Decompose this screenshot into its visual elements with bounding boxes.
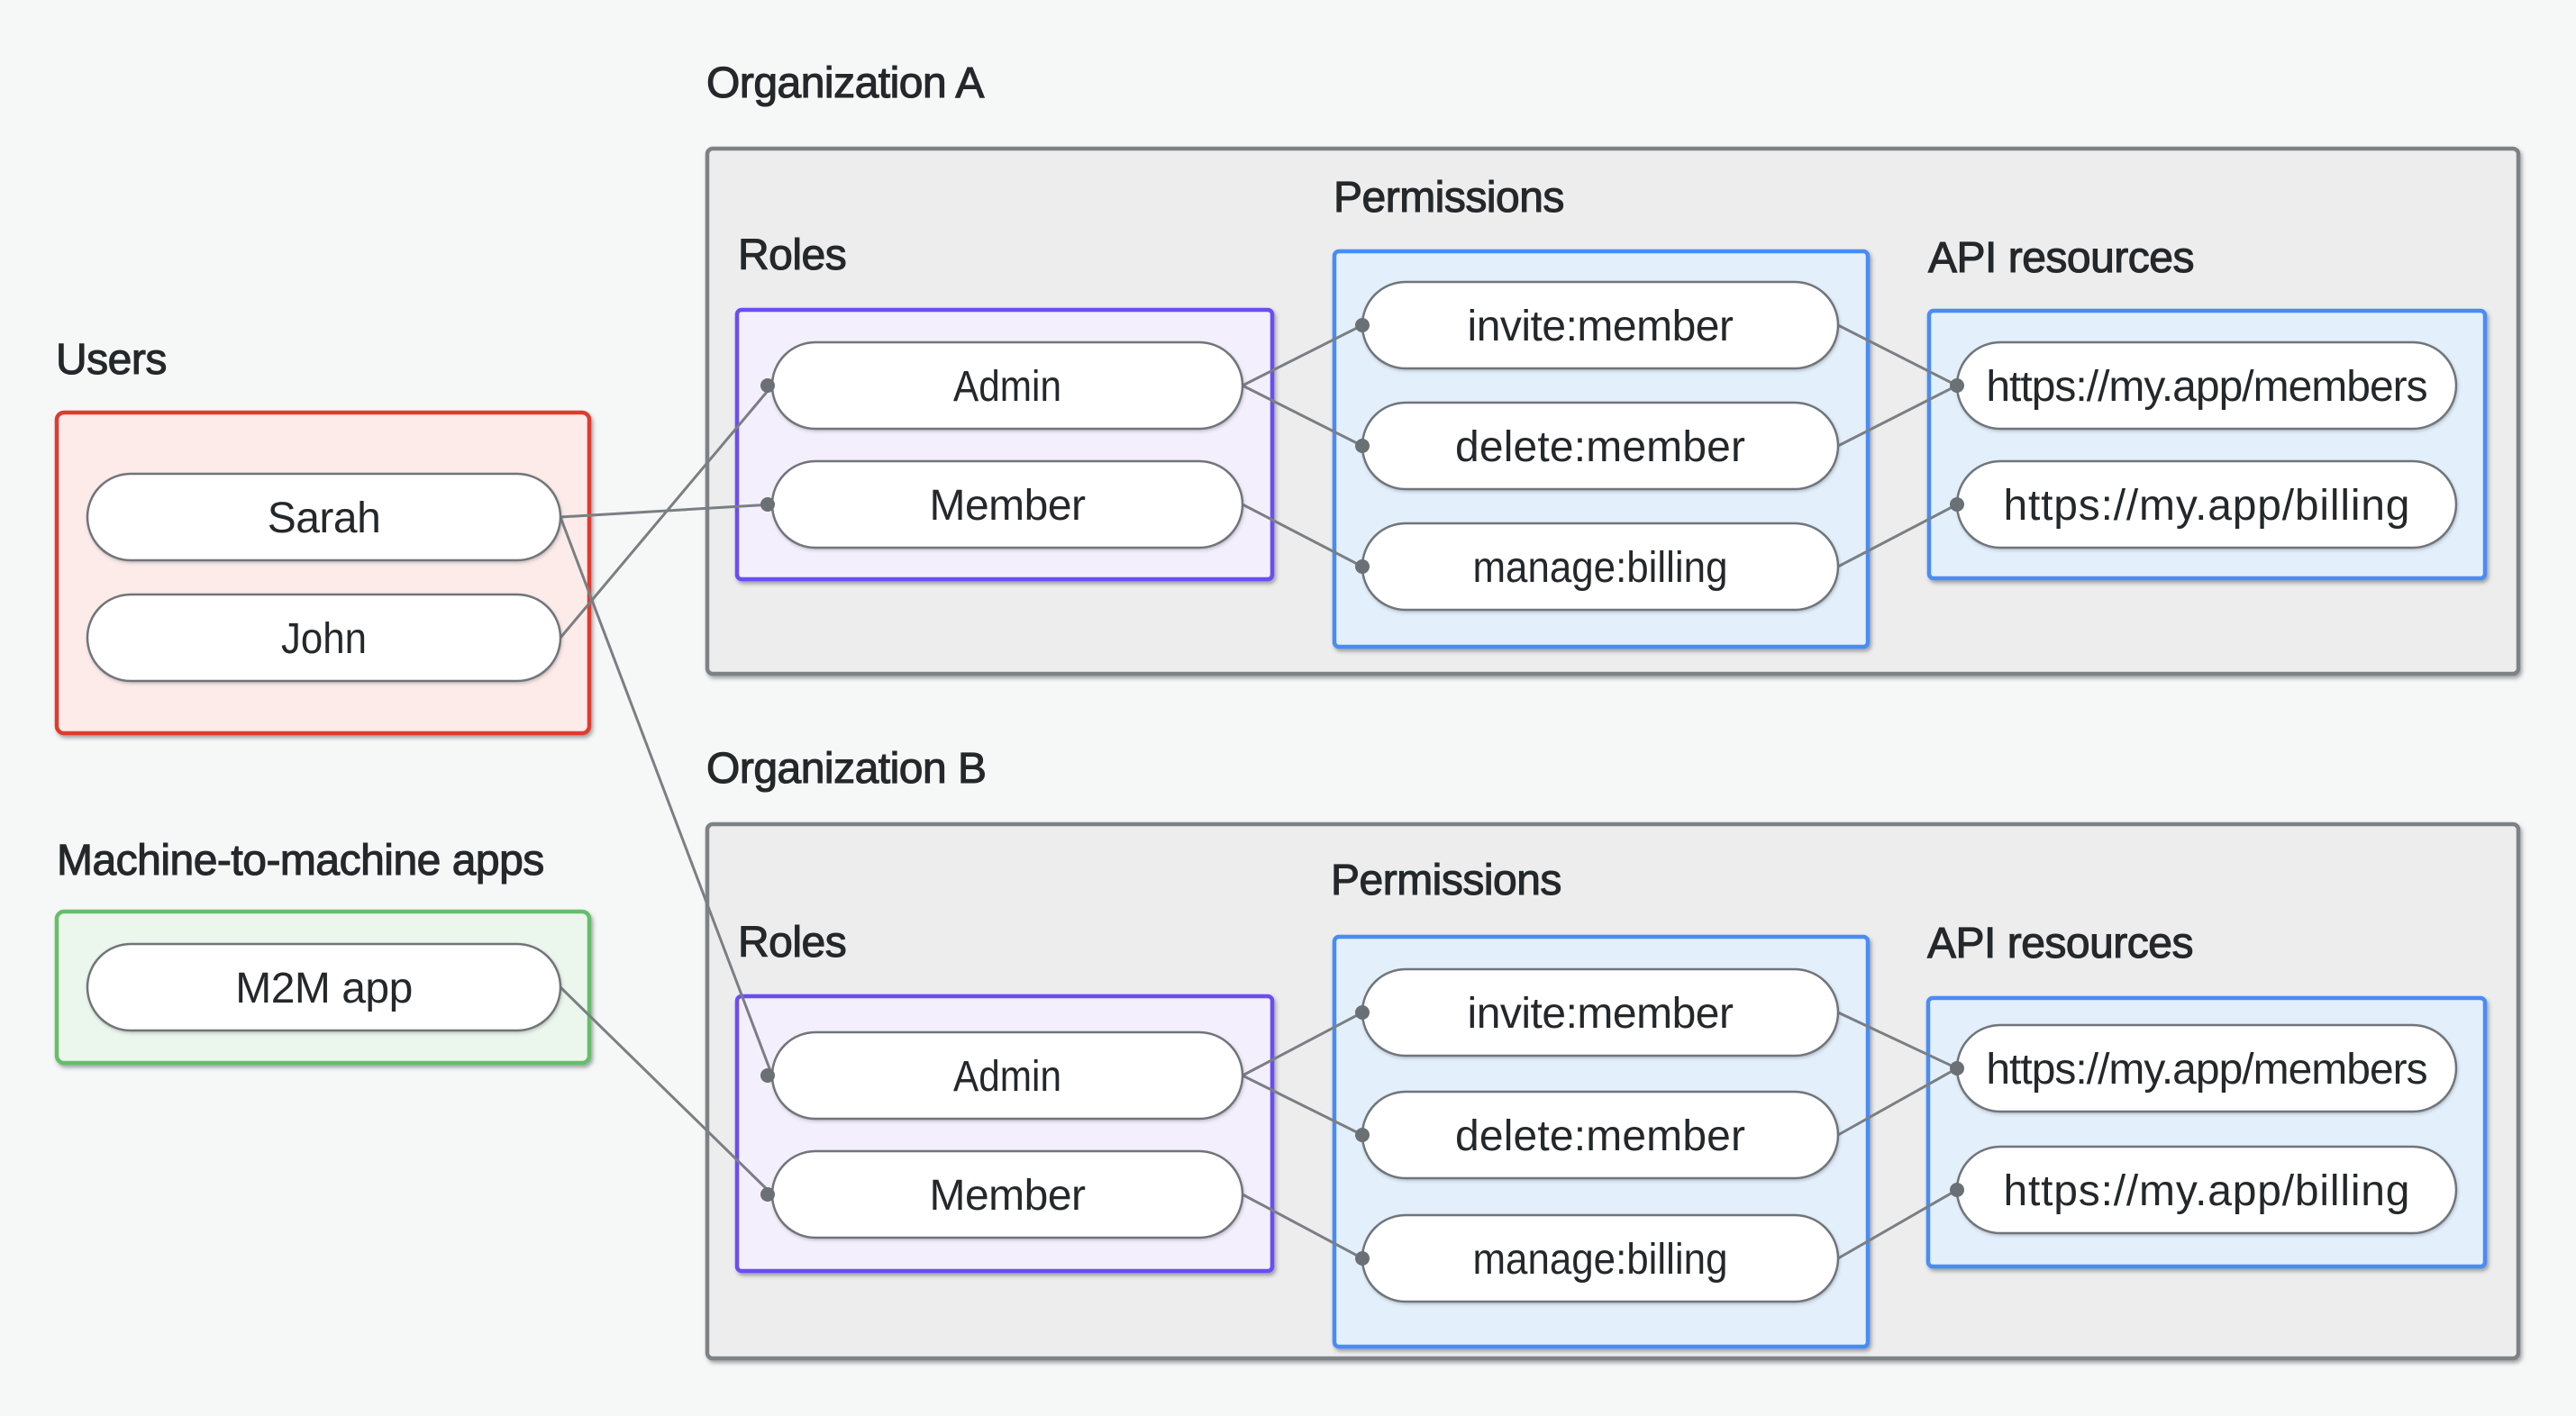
svg-text:API resources: API resources	[1927, 920, 2193, 967]
svg-text:Permissions: Permissions	[1331, 857, 1561, 904]
svg-text:https://my.app/billing: https://my.app/billing	[2004, 1167, 2410, 1215]
svg-text:manage:billing: manage:billing	[1473, 544, 1728, 592]
svg-text:Sarah: Sarah	[268, 495, 381, 542]
svg-text:invite:member: invite:member	[1468, 990, 1734, 1038]
svg-text:API resources: API resources	[1928, 234, 2194, 282]
svg-text:invite:member: invite:member	[1468, 303, 1734, 350]
svg-text:delete:member: delete:member	[1455, 423, 1745, 471]
svg-text:manage:billing: manage:billing	[1473, 1236, 1728, 1284]
svg-text:Organization A: Organization A	[706, 59, 984, 107]
svg-text:delete:member: delete:member	[1455, 1112, 1745, 1160]
svg-text:https://my.app/members: https://my.app/members	[1986, 363, 2426, 411]
svg-text:https://my.app/billing: https://my.app/billing	[2004, 482, 2410, 530]
svg-text:John: John	[281, 615, 367, 663]
svg-text:Organization B: Organization B	[706, 745, 987, 793]
svg-text:Member: Member	[929, 1172, 1086, 1220]
svg-text:https://my.app/members: https://my.app/members	[1986, 1046, 2426, 1094]
svg-text:Permissions: Permissions	[1334, 174, 1564, 222]
svg-text:Admin: Admin	[953, 1053, 1061, 1101]
svg-text:Admin: Admin	[953, 363, 1061, 411]
svg-text:Machine-to-machine apps: Machine-to-machine apps	[57, 837, 544, 885]
svg-text:M2M app: M2M app	[235, 965, 413, 1012]
svg-text:Roles: Roles	[738, 919, 846, 967]
svg-text:Member: Member	[929, 482, 1086, 530]
svg-text:Users: Users	[56, 336, 167, 384]
svg-text:Roles: Roles	[738, 231, 846, 279]
